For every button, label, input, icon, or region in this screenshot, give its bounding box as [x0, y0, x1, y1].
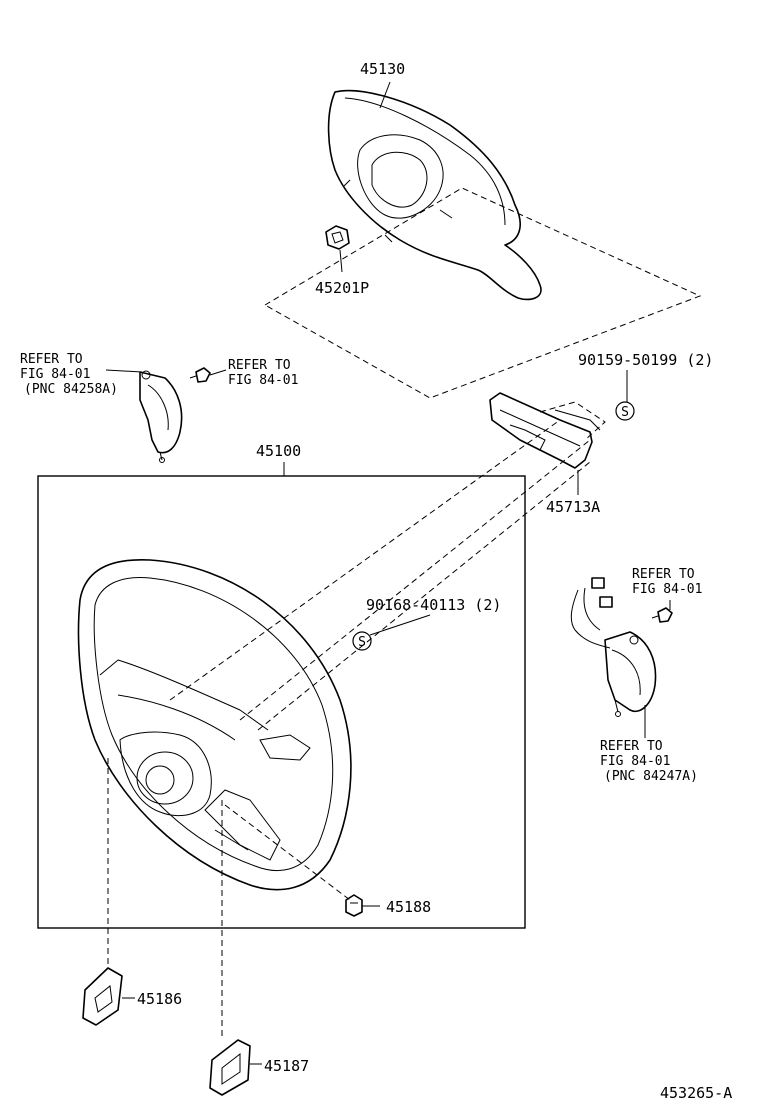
spoke-cover-45713a: [489, 392, 601, 469]
s-symbol-middle: S: [352, 631, 372, 651]
ref-right-b: REFER TO FIG 84-01 (PNC 84247A): [600, 739, 698, 784]
ref-left-a: REFER TO FIG 84-01 (PNC 84258A): [20, 352, 118, 397]
left-screw: [189, 367, 211, 383]
svg-text:S: S: [621, 405, 629, 420]
svg-text:REFER TO: REFER TO: [632, 567, 695, 582]
label-45186: 45186: [137, 990, 182, 1008]
svg-text:FIG 84-01: FIG 84-01: [228, 373, 298, 388]
spoke-cover-dashed: [539, 401, 606, 441]
label-90168-40113: 90168-40113 (2): [366, 596, 501, 614]
svg-text:S: S: [358, 635, 366, 650]
right-steering-switch: [570, 577, 657, 717]
svg-text:FIG 84-01: FIG 84-01: [600, 754, 670, 769]
screw-45188: [345, 894, 363, 917]
label-45188: 45188: [386, 898, 431, 916]
svg-text:REFER TO: REFER TO: [600, 739, 663, 754]
leader-lines: [105, 81, 671, 1065]
ref-left-b: REFER TO FIG 84-01: [228, 358, 298, 388]
cover-45186: [82, 967, 123, 1026]
label-45201p: 45201P: [315, 279, 369, 297]
airbag-dashed-outline: [264, 187, 702, 399]
svg-text:FIG 84-01: FIG 84-01: [632, 582, 702, 597]
label-45130: 45130: [360, 60, 405, 78]
steering-wheel: [77, 559, 352, 891]
svg-text:(PNC 84258A): (PNC 84258A): [24, 382, 118, 397]
label-45187: 45187: [264, 1057, 309, 1075]
steering-wheel-box-45100: [37, 475, 526, 929]
cover-45187: [209, 1039, 251, 1096]
airbag-pad-45130: [327, 89, 542, 301]
right-screw: [651, 607, 673, 623]
diagram-id: 453265-A: [660, 1084, 732, 1102]
label-90159-50199: 90159-50199 (2): [578, 351, 713, 369]
left-steering-switch: [139, 370, 183, 463]
svg-text:(PNC 84247A): (PNC 84247A): [604, 769, 698, 784]
svg-text:FIG 84-01: FIG 84-01: [20, 367, 90, 382]
nut-45201p: [325, 225, 350, 250]
label-45713a: 45713A: [546, 498, 600, 516]
s-symbol-top: S: [615, 401, 635, 421]
ref-right-a: REFER TO FIG 84-01: [632, 567, 702, 597]
svg-text:REFER TO: REFER TO: [228, 358, 291, 373]
svg-text:REFER TO: REFER TO: [20, 352, 83, 367]
alignment-lines: [107, 419, 591, 1040]
label-45100: 45100: [256, 442, 301, 460]
